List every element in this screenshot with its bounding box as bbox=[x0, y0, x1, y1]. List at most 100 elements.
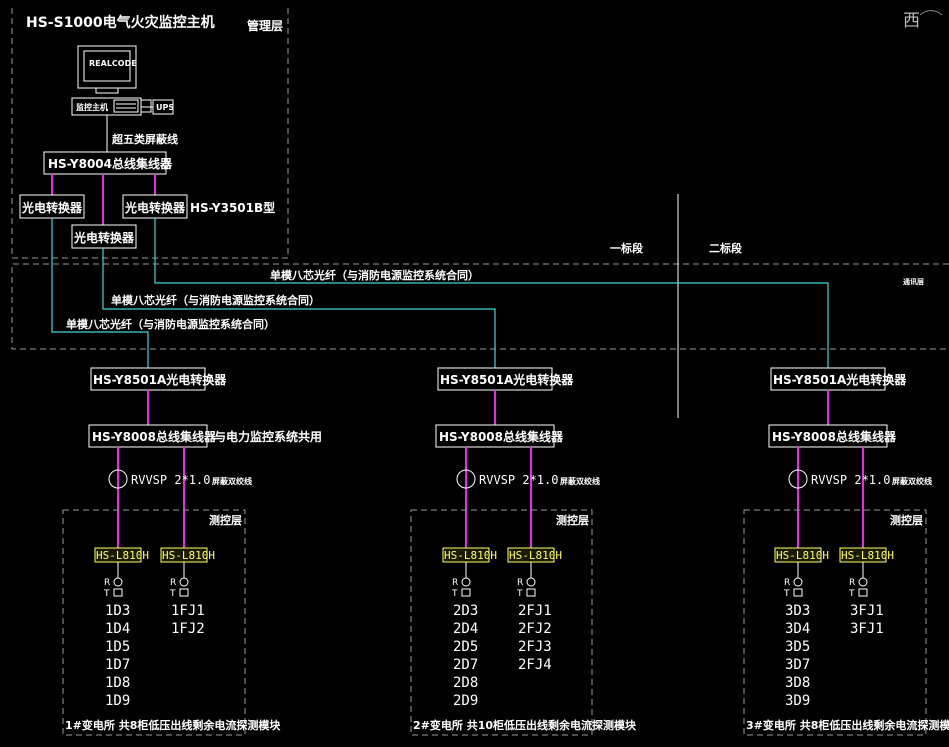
substation-hub-label: HS-Y8008总线集线器 bbox=[439, 429, 564, 444]
substation-converter-label: HS-Y8501A光电转换器 bbox=[93, 372, 227, 387]
circuit-id: 1D3 bbox=[105, 603, 130, 619]
cable-spec: RVVSP 2*1.0 bbox=[811, 473, 890, 487]
t-terminal-icon bbox=[526, 588, 536, 597]
circuit-id: 3FJ1 bbox=[850, 621, 884, 637]
t-terminal-icon bbox=[461, 588, 471, 597]
circuit-id: 1FJ2 bbox=[171, 621, 205, 637]
converter-middle-box bbox=[71, 224, 137, 249]
circuit-id: 2D5 bbox=[453, 639, 478, 655]
circuit-id: 1FJ1 bbox=[171, 603, 205, 619]
converter-middle-label: 光电转换器 bbox=[73, 230, 135, 245]
r-label: R bbox=[849, 578, 855, 588]
r-terminal-icon bbox=[858, 577, 868, 587]
t-label: T bbox=[103, 589, 110, 599]
t-label: T bbox=[451, 589, 458, 599]
cable-ring-icon bbox=[108, 469, 128, 489]
r-label: R bbox=[517, 578, 523, 588]
circuit-id: 2D7 bbox=[453, 657, 478, 673]
circuit-id: 3D8 bbox=[785, 675, 810, 691]
circuit-id: 3D3 bbox=[785, 603, 810, 619]
section-first-label: 一标段 bbox=[610, 241, 643, 255]
r-terminal-icon bbox=[526, 577, 536, 587]
measurement-layer-label: 测控层 bbox=[556, 513, 589, 527]
measurement-layer-label: 测控层 bbox=[890, 513, 923, 527]
monitor-screen-text: REALCODE bbox=[89, 59, 137, 68]
substation-caption: 3#变电所 共8柜低压出线剩余电流探测模块 bbox=[746, 718, 949, 732]
circuit-id: 3D4 bbox=[785, 621, 810, 637]
substation-converter-label: HS-Y8501A光电转换器 bbox=[440, 372, 574, 387]
cable-spec: RVVSP 2*1.0 bbox=[131, 473, 210, 487]
cable-label: 超五类屏蔽线 bbox=[111, 132, 178, 146]
hub-shared-note: 与电力监控系统共用 bbox=[214, 429, 322, 444]
circuit-id: 2D4 bbox=[453, 621, 478, 637]
r-terminal-icon bbox=[793, 577, 803, 587]
fiber-line-3 bbox=[154, 218, 829, 368]
cable-ring-icon bbox=[788, 469, 808, 489]
substation-converter-label: HS-Y8501A光电转换器 bbox=[773, 372, 907, 387]
detector-module-label: HS-L810H bbox=[841, 549, 894, 562]
cable-spec: RVVSP 2*1.0 bbox=[479, 473, 558, 487]
corner-char: 西 bbox=[903, 11, 920, 31]
circuit-id: 2D9 bbox=[453, 693, 478, 709]
t-terminal-icon bbox=[858, 588, 868, 597]
fiber-label-1: 单模八芯光纤（与消防电源监控系统合同） bbox=[66, 317, 275, 331]
communication-layer-label: 通讯层 bbox=[903, 277, 924, 286]
detector-module-label: HS-L810H bbox=[162, 549, 215, 562]
circuit-id: 3FJ1 bbox=[850, 603, 884, 619]
fiber-line-1 bbox=[51, 218, 149, 368]
system-title: HS-S1000电气火灾监控主机 bbox=[26, 14, 215, 31]
fiber-label-3: 单模八芯光纤（与消防电源监控系统合同） bbox=[270, 268, 479, 282]
cable-ring-icon bbox=[456, 469, 476, 489]
substation-hub-box bbox=[88, 424, 208, 448]
r-label: R bbox=[170, 578, 176, 588]
circuit-id: 1D8 bbox=[105, 675, 130, 691]
substation-1: HS-Y8501A光电转换器HS-Y8008总线集线器与电力监控系统共用RVVS… bbox=[62, 367, 322, 736]
detector-module-label: HS-L810H bbox=[509, 549, 562, 562]
substation-caption: 1#变电所 共8柜低压出线剩余电流探测模块 bbox=[65, 718, 281, 732]
t-label: T bbox=[783, 589, 790, 599]
host-label: 监控主机 bbox=[76, 102, 108, 112]
circuit-id: 2FJ4 bbox=[518, 657, 552, 673]
substation-hub-label: HS-Y8008总线集线器 bbox=[772, 429, 897, 444]
measurement-layer-frame bbox=[743, 509, 927, 736]
t-terminal-icon bbox=[179, 588, 189, 597]
communication-layer-frame bbox=[11, 263, 949, 350]
substation-hub-box bbox=[435, 424, 555, 448]
cable-note: 屏蔽双绞线 bbox=[892, 476, 932, 486]
circuit-id: 2FJ1 bbox=[518, 603, 552, 619]
fiber-line-2 bbox=[102, 248, 496, 368]
cable-note: 屏蔽双绞线 bbox=[560, 476, 600, 486]
detector-module-label: HS-L810H bbox=[776, 549, 829, 562]
r-terminal-icon bbox=[461, 577, 471, 587]
circuit-id: 2FJ3 bbox=[518, 639, 552, 655]
measurement-layer-frame bbox=[410, 509, 593, 736]
detector-module-label: HS-L810H bbox=[96, 549, 149, 562]
t-label: T bbox=[848, 589, 855, 599]
substation-caption: 2#变电所 共10柜低压出线剩余电流探测模块 bbox=[413, 718, 637, 732]
measurement-layer-label: 测控层 bbox=[209, 513, 242, 527]
r-terminal-icon bbox=[179, 577, 189, 587]
circuit-id: 2D8 bbox=[453, 675, 478, 691]
t-terminal-icon bbox=[113, 588, 123, 597]
fiber-label-2: 单模八芯光纤（与消防电源监控系统合同） bbox=[111, 293, 320, 307]
management-layer-frame bbox=[11, 8, 289, 259]
cable-note: 屏蔽双绞线 bbox=[212, 476, 252, 486]
substation-hub-box bbox=[768, 424, 888, 448]
circuit-id: 3D9 bbox=[785, 693, 810, 709]
r-label: R bbox=[452, 578, 458, 588]
r-label: R bbox=[784, 578, 790, 588]
t-label: T bbox=[516, 589, 523, 599]
circuit-id: 2FJ2 bbox=[518, 621, 552, 637]
hub-8004-label: HS-Y8004总线集线器 bbox=[48, 156, 173, 171]
converter-model-note: HS-Y3501B型 bbox=[190, 200, 275, 215]
converter-right-label: 光电转换器 bbox=[124, 200, 186, 215]
computer-icon bbox=[71, 45, 174, 116]
r-terminal-icon bbox=[113, 577, 123, 587]
t-label: T bbox=[169, 589, 176, 599]
substation-groups: HS-Y8501A光电转换器 HS-Y8008总线集线器 与电力监控系统共用 RVVS… bbox=[62, 367, 949, 736]
corner-arc-icon bbox=[919, 10, 943, 16]
hub-8004-box bbox=[43, 151, 167, 175]
